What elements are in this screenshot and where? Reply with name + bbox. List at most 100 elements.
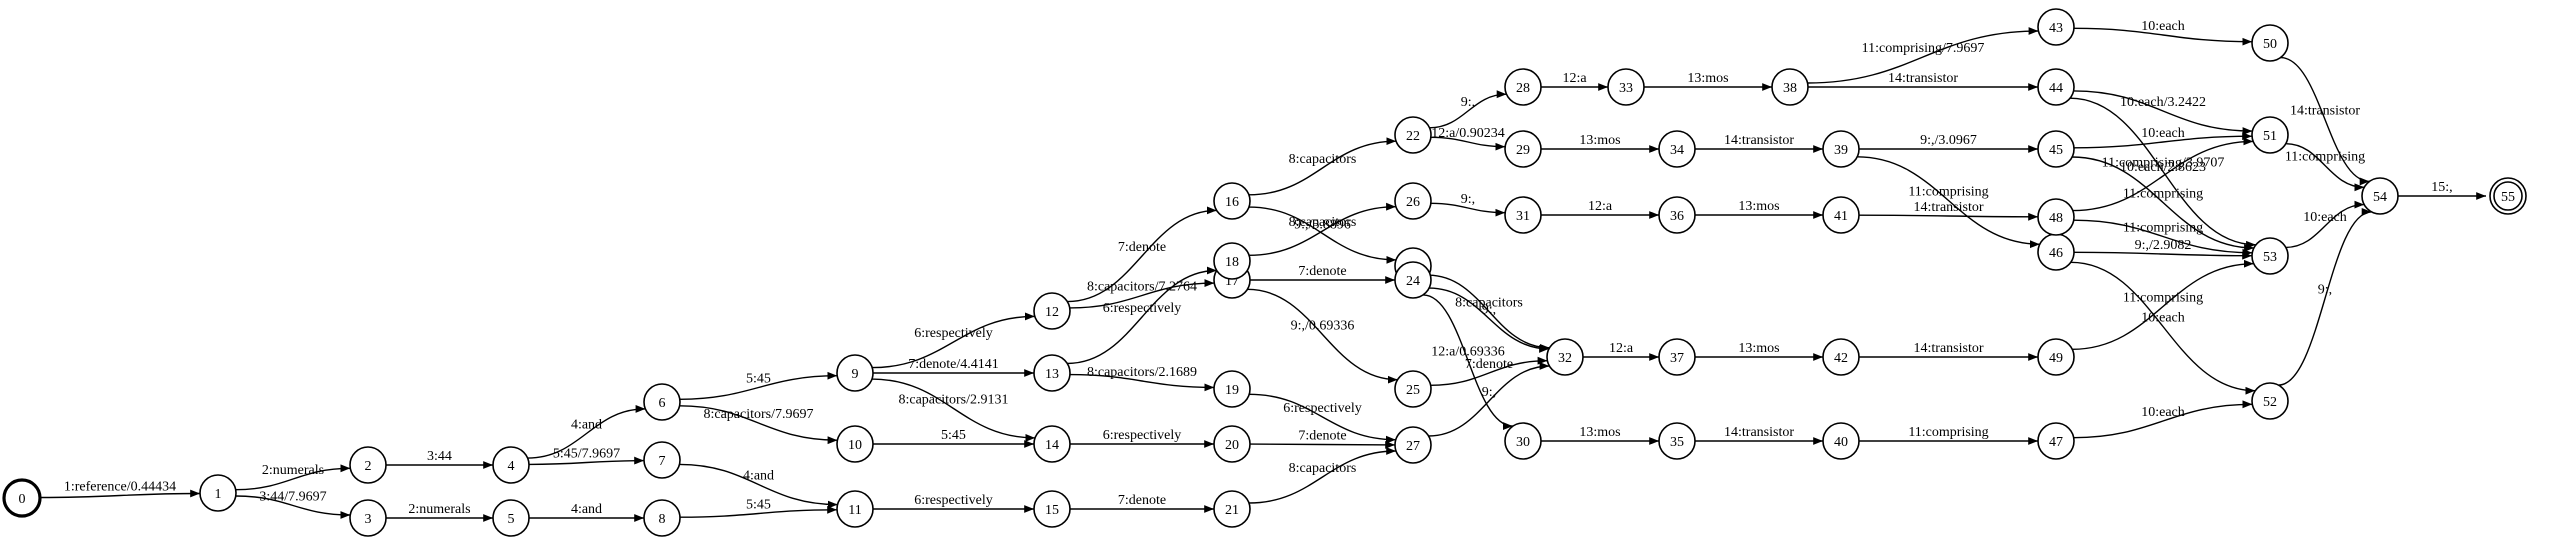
state-node-44: 44 [2037, 68, 2075, 106]
state-label: 55 [2501, 190, 2515, 205]
state-node-33: 33 [1607, 68, 1645, 106]
edge-51-54: 11:comprising [2285, 143, 2365, 192]
edge-line [872, 312, 1035, 369]
state-circle [2037, 130, 2075, 168]
edge-label: 11:comprising/3.9707 [2102, 156, 2225, 171]
state-label: 8 [659, 512, 666, 527]
state-label: 35 [1670, 435, 1684, 450]
edge-47-52: 10:each [2073, 400, 2253, 439]
state-circle [1504, 196, 1542, 234]
edge-label: 8:capacitors [1289, 152, 1357, 167]
edge-label: 8:capacitors/2.1689 [1087, 365, 1197, 380]
edge-line [1247, 288, 1398, 384]
state-circle [1213, 182, 1251, 220]
edge-34-39: 14:transistor [1694, 133, 1823, 153]
edge-line [2073, 219, 2253, 257]
edge-line [2280, 56, 2370, 186]
state-label: 27 [1406, 439, 1420, 454]
state-node-55: 55 [2489, 177, 2527, 215]
edge-18-26: 8:capacitors [1249, 202, 1396, 256]
state-label: 12 [1045, 305, 1059, 320]
edge-label: 4:and [571, 418, 602, 433]
edge-line [2070, 97, 2256, 249]
state-label: 9 [852, 367, 859, 382]
state-node-31: 31 [1504, 196, 1542, 234]
edge-line [679, 405, 838, 445]
state-label: 51 [2263, 129, 2277, 144]
edge-label: 11:comprising/7.9697 [1862, 41, 1985, 56]
edge-line [1430, 356, 1548, 386]
edge-17-24: 7:denote [1250, 264, 1395, 284]
edge-label: 12:a [1562, 71, 1587, 86]
edge-label: 4:and [571, 502, 602, 517]
edge-line [235, 495, 351, 519]
edge-39-46: 11:comprising [1857, 156, 2040, 249]
edge-46-53: 9:,/2.9082 [2073, 238, 2253, 260]
edge-29-34: 13:mos [1540, 133, 1659, 153]
edge-line [1069, 279, 1215, 309]
edge-42-49: 14:transistor [1859, 341, 2038, 361]
state-node-0: 0 [2, 478, 42, 518]
state-circle [1822, 196, 1860, 234]
state-node-42: 42 [1822, 338, 1860, 376]
state-node-47: 47 [2037, 422, 2075, 460]
state-circle [349, 446, 387, 484]
edge-7-11: 4:and [679, 463, 838, 509]
edge-line [1429, 90, 1507, 129]
state-label: 40 [1834, 435, 1848, 450]
state-label: 28 [1516, 81, 1530, 96]
state-node-46: 46 [2037, 233, 2075, 271]
state-label: 18 [1225, 255, 1239, 270]
edge-label: 14:transistor [2290, 104, 2360, 119]
edge-38-43: 11:comprising/7.9697 [1807, 27, 2039, 84]
state-circle [1394, 261, 1432, 299]
state-circle [2361, 177, 2399, 215]
edge-line [528, 456, 645, 466]
state-circle [2037, 338, 2075, 376]
edge-line [679, 371, 838, 400]
state-circle [1546, 338, 1584, 376]
edge-line [1069, 373, 1215, 392]
state-label: 26 [1406, 195, 1420, 210]
edge-line [1428, 274, 1550, 352]
edge-8-11: 5:45 [679, 498, 838, 518]
edge-label: 10:each/2.8623 [2120, 160, 2206, 175]
state-label: 10 [848, 438, 862, 453]
state-circle [1033, 292, 1071, 330]
state-label: 14 [1045, 438, 1059, 453]
edge-41-48: 14:transistor [1858, 200, 2039, 221]
state-node-12: 12 [1033, 292, 1071, 330]
state-label: 20 [1225, 438, 1239, 453]
state-circle [1771, 68, 1809, 106]
state-circle [1822, 422, 1860, 460]
state-label: 7 [659, 454, 666, 469]
edge-14-20: 6:respectively [1070, 428, 1214, 448]
state-circle [2037, 68, 2075, 106]
edge-13-18: 6:respectively [1067, 266, 1217, 365]
edge-line [1067, 266, 1217, 365]
state-label: 36 [1670, 209, 1684, 224]
edge-30-35: 13:mos [1541, 425, 1659, 445]
state-circle [643, 499, 681, 537]
state-label: 13 [1045, 367, 1059, 382]
edge-label: 9:,/0.69336 [1291, 319, 1355, 334]
edge-line [1428, 362, 1550, 437]
edge-label: 12:a/0.69336 [1431, 345, 1505, 360]
state-label: 32 [1558, 351, 1572, 366]
state-node-1: 1 [199, 474, 237, 512]
state-circle [1658, 196, 1696, 234]
edge-label: 9:, [1482, 385, 1496, 400]
edge-label: 11:comprising [2123, 187, 2203, 202]
state-node-40: 40 [1822, 422, 1860, 460]
edge-line [39, 489, 201, 499]
edge-50-54: 14:transistor [2280, 56, 2370, 186]
state-node-6: 6 [643, 383, 681, 421]
state-circle [492, 499, 530, 537]
state-node-52: 52 [2251, 382, 2289, 420]
state-node-28: 28 [1504, 68, 1542, 106]
edge-line [2072, 259, 2254, 350]
edge-label: 13:mos [1579, 425, 1620, 440]
edge-label: 6:respectively [1283, 401, 1362, 416]
edge-4-6: 4:and [527, 404, 646, 459]
edge-label: 5:45 [746, 372, 771, 387]
